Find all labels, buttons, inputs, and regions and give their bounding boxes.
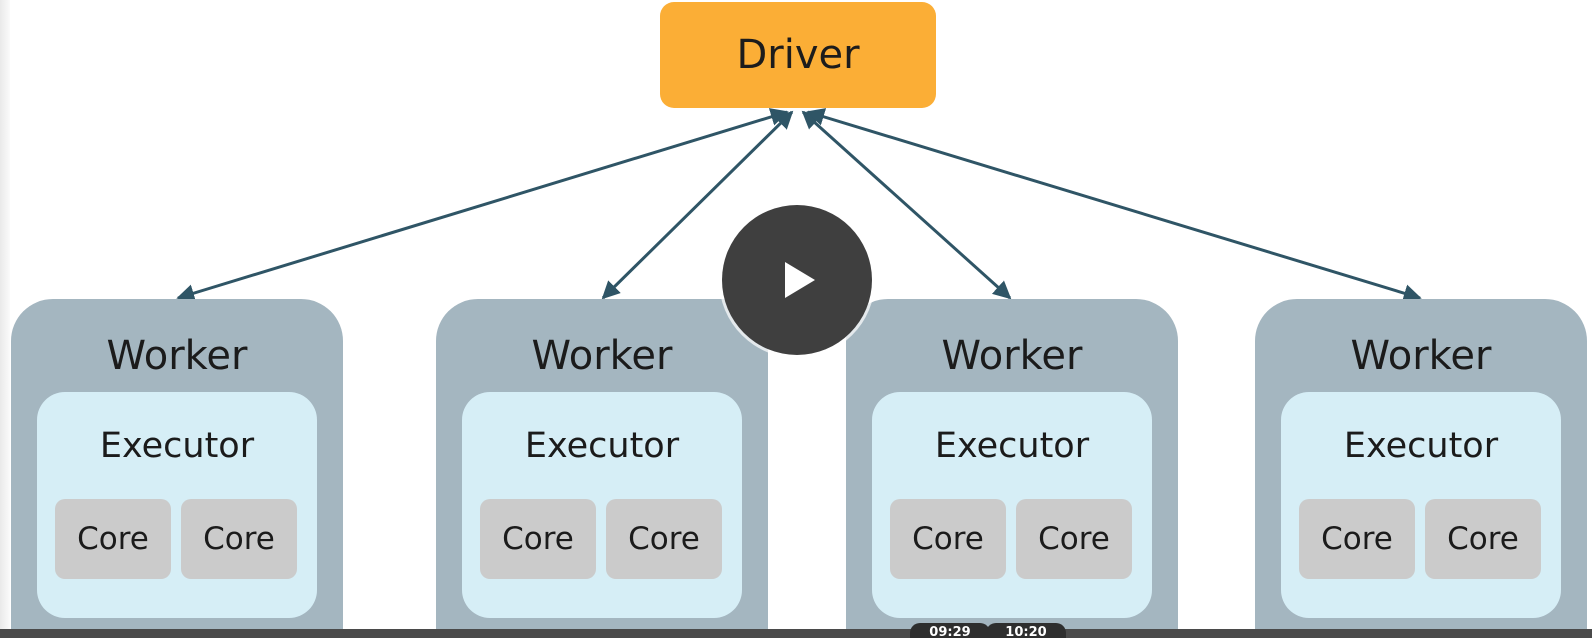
core-node: Core [480, 499, 596, 579]
worker-node-2: Worker Executor Core Core [436, 299, 768, 638]
core-label: Core [912, 521, 984, 557]
executor-node: Executor Core Core [1281, 392, 1561, 618]
core-node: Core [1425, 499, 1541, 579]
executor-label: Executor [524, 426, 680, 466]
core-node: Core [55, 499, 171, 579]
executor-label: Executor [1343, 426, 1499, 466]
core-label: Core [1321, 521, 1393, 557]
executor-node: Executor Core Core [462, 392, 742, 618]
core-node: Core [606, 499, 722, 579]
core-label: Core [1038, 521, 1110, 557]
core-node: Core [890, 499, 1006, 579]
core-label: Core [203, 521, 275, 557]
worker-label: Worker [1350, 333, 1492, 379]
duration-time: 10:20 [986, 623, 1066, 638]
worker-label: Worker [941, 333, 1083, 379]
executor-node: Executor Core Core [37, 392, 317, 618]
progress-bar[interactable] [0, 629, 1592, 638]
core-node: Core [1299, 499, 1415, 579]
driver-node: Driver [660, 2, 936, 108]
arrow-driver-worker-2 [601, 110, 794, 300]
worker-node-1: Worker Executor Core Core [11, 299, 343, 638]
play-icon [785, 262, 815, 298]
play-button[interactable] [722, 205, 872, 355]
arrow-driver-worker-4 [806, 108, 1422, 302]
core-node: Core [1016, 499, 1132, 579]
worker-label: Worker [106, 333, 248, 379]
driver-label: Driver [736, 32, 860, 78]
executor-label: Executor [99, 426, 255, 466]
core-label: Core [502, 521, 574, 557]
core-node: Core [181, 499, 297, 579]
page-edge [0, 0, 10, 638]
executor-label: Executor [934, 426, 1090, 466]
core-label: Core [628, 521, 700, 557]
worker-node-4: Worker Executor Core Core [1255, 299, 1587, 638]
worker-node-3: Worker Executor Core Core [846, 299, 1178, 638]
core-label: Core [77, 521, 149, 557]
worker-label: Worker [531, 333, 673, 379]
core-label: Core [1447, 521, 1519, 557]
executor-node: Executor Core Core [872, 392, 1152, 618]
current-time: 09:29 [910, 623, 990, 638]
